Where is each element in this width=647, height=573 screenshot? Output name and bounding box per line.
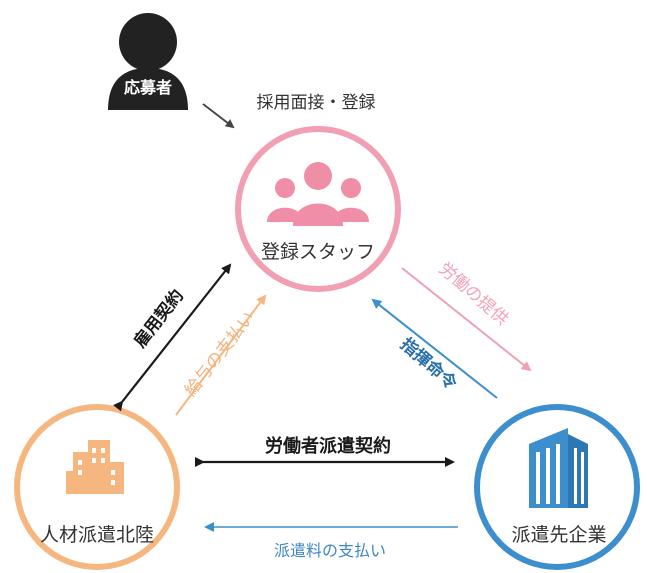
employment-label: 雇用契約 (129, 285, 187, 352)
salary-label: 給与の支払い (181, 308, 260, 401)
dispatch-contract-label: 労働者派遣契約 (265, 435, 391, 457)
interview-label: 採用面接・登録 (257, 93, 376, 113)
salary-arrow (175, 294, 267, 416)
agency-node: 人材派遣北陸 (14, 404, 180, 570)
staff-node: 登録スタッフ (235, 126, 401, 292)
applicant-label: 応募者 (124, 78, 172, 97)
client-label: 派遣先企業 (511, 524, 606, 546)
group-icon (267, 162, 369, 226)
building-icon (66, 440, 124, 494)
command-arrow (371, 298, 498, 399)
labor-arrow (401, 267, 532, 372)
staff-label: 登録スタッフ (261, 241, 375, 263)
client-node: 派遣先企業 (474, 404, 640, 570)
fee-label: 派遣料の支払い (274, 541, 386, 560)
applicant-node: 応募者 (108, 13, 188, 110)
interview-arrow (202, 103, 235, 129)
command-label: 指揮命令 (396, 334, 462, 395)
labor-label: 労働の提供 (435, 259, 512, 330)
agency-label: 人材派遣北陸 (40, 524, 154, 546)
person-icon (108, 13, 188, 110)
employment-arrow (113, 263, 232, 412)
